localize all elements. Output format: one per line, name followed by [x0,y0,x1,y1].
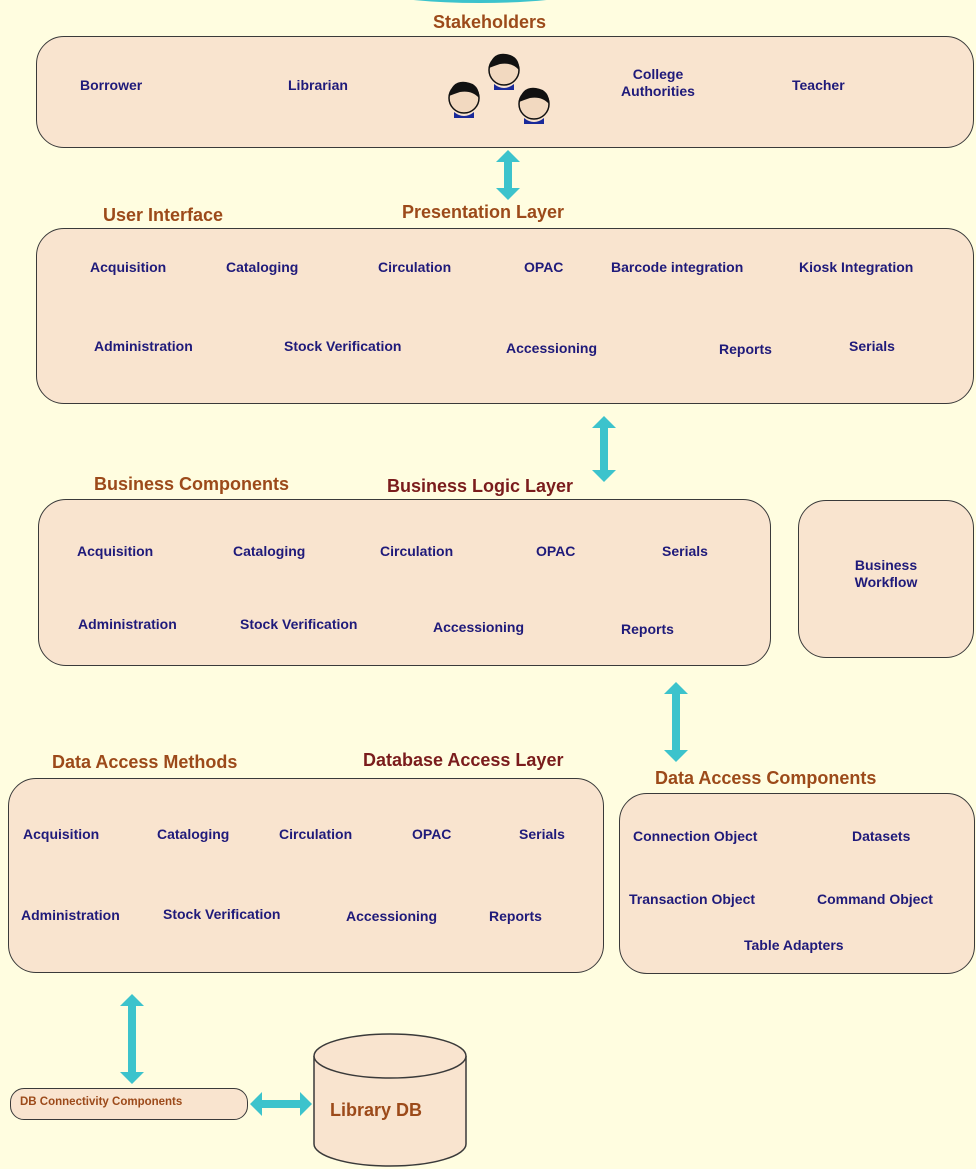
ui-serials: Serials [849,338,895,354]
dac-connection-object: Connection Object [633,828,758,844]
business-workflow-box [798,500,974,658]
ui-acquisition: Acquisition [90,259,167,275]
stakeholder-borrower: Borrower [80,77,143,93]
data-access-components-title: Data Access Components [655,768,877,788]
ui-kiosk-integration: Kiosk Integration [799,259,914,275]
library-db-cylinder-icon [313,1033,467,1167]
dac-transaction-object: Transaction Object [629,891,756,907]
bl-reports: Reports [621,621,674,637]
business-logic-box [38,499,771,666]
da-stock-verification: Stock Verification [163,906,281,922]
arrow-stakeholders-presentation [496,150,520,200]
ui-opac: OPAC [524,259,564,275]
presentation-layer-box [36,228,974,404]
stakeholder-college-authorities: College Authorities [621,66,695,99]
db-connectivity-box [10,1088,248,1120]
bl-serials: Serials [662,543,708,559]
da-acquisition: Acquisition [23,826,100,842]
da-administration: Administration [21,907,120,923]
bl-administration: Administration [78,616,177,632]
data-access-components-box [619,793,975,974]
business-logic-layer-title: Business Logic Layer [387,476,574,496]
bl-opac: OPAC [536,543,576,559]
da-opac: OPAC [412,826,452,842]
arrow-presentation-business [592,416,616,482]
dac-datasets: Datasets [852,828,911,844]
ui-circulation: Circulation [378,259,452,275]
data-access-methods-title: Data Access Methods [52,752,238,772]
data-access-methods-box [8,778,604,973]
stakeholder-teacher: Teacher [792,77,845,93]
database-access-layer-title: Database Access Layer [363,750,564,770]
ui-stock-verification: Stock Verification [284,338,402,354]
ui-cataloging: Cataloging [226,259,299,275]
bl-circulation: Circulation [380,543,454,559]
ui-administration: Administration [94,338,193,354]
bl-stock-verification: Stock Verification [240,616,358,632]
arrow-data-access-connectivity [120,994,144,1084]
business-components-title: Business Components [94,474,290,494]
stakeholder-librarian: Librarian [288,77,348,93]
library-db-label: Library DB [330,1100,423,1120]
ui-barcode-integration: Barcode integration [611,259,744,275]
bl-accessioning: Accessioning [433,619,525,635]
user-interface-title: User Interface [103,205,224,225]
stakeholders-title: Stakeholders [433,12,547,32]
ui-reports: Reports [719,341,772,357]
dac-table-adapters: Table Adapters [744,937,844,953]
arrow-connectivity-db [250,1092,312,1116]
da-accessioning: Accessioning [346,908,438,924]
da-cataloging: Cataloging [157,826,230,842]
ui-accessioning: Accessioning [506,340,598,356]
top-arc-decoration [414,0,546,3]
da-circulation: Circulation [279,826,353,842]
arrow-business-data-access [664,682,688,762]
bl-acquisition: Acquisition [77,543,154,559]
presentation-layer-title: Presentation Layer [402,202,565,222]
business-workflow-label: Business Workflow [854,557,918,590]
da-serials: Serials [519,826,565,842]
bl-cataloging: Cataloging [233,543,306,559]
people-group-icon [448,53,550,124]
db-connectivity-label: DB Connectivity Components [20,1096,183,1108]
dac-command-object: Command Object [817,891,933,907]
da-reports: Reports [489,908,542,924]
